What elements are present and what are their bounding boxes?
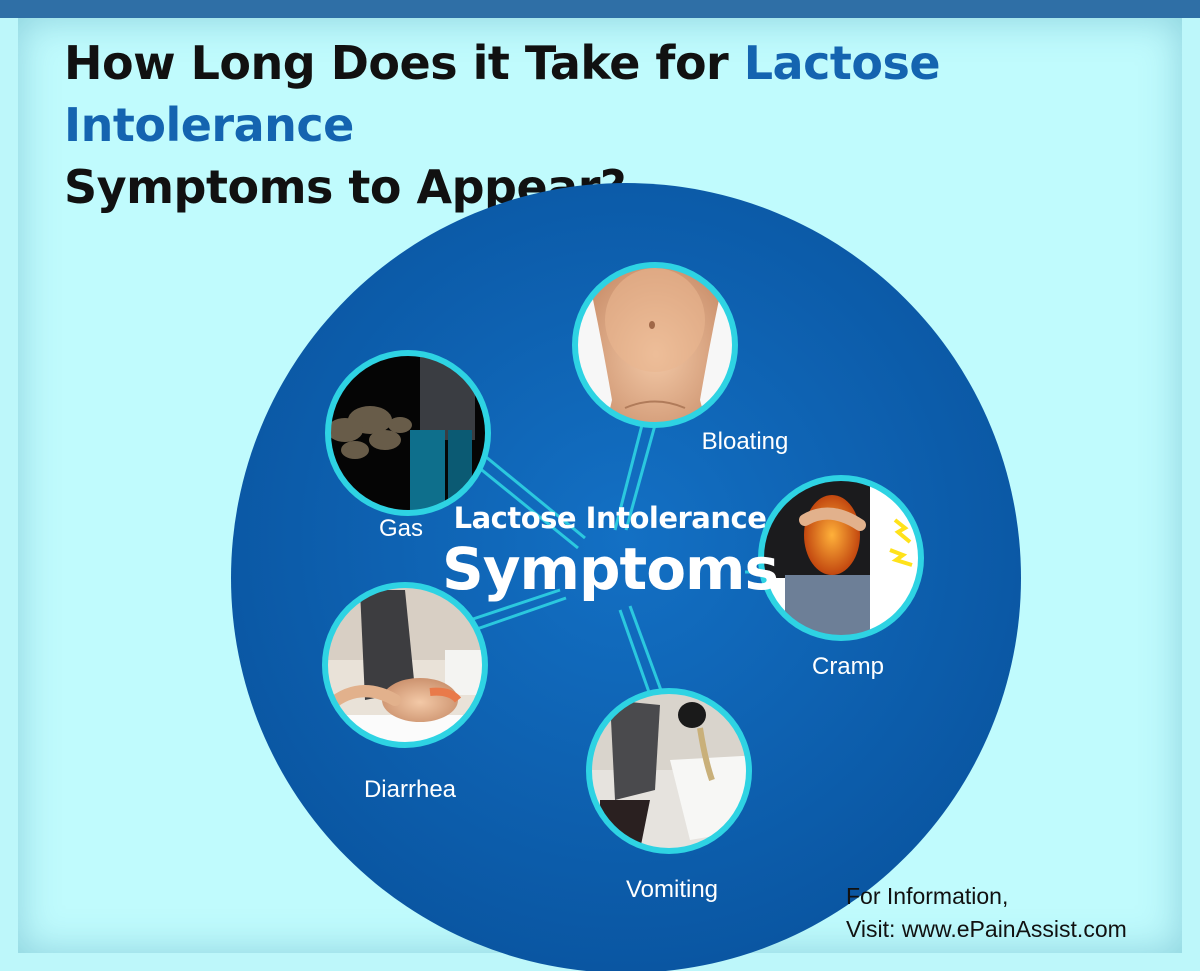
cramp-illustration xyxy=(758,475,924,641)
diarrhea-label: Diarrhea xyxy=(363,776,457,803)
bloating-illustration xyxy=(572,262,738,428)
title-prefix: How Long Does it Take for xyxy=(64,36,744,90)
cramp-label: Cramp xyxy=(811,653,884,680)
center-title-line2: Symptoms xyxy=(441,535,779,603)
gas-label: Gas xyxy=(378,515,423,542)
vomiting-label: Vomiting xyxy=(625,876,719,903)
title-highlight: Lactose Intolerance xyxy=(64,36,941,152)
center-title-line1: Lactose Intolerance xyxy=(453,501,767,535)
connector-lines xyxy=(469,424,762,696)
footer-info: For Information, Visit: www.ePainAssist.… xyxy=(846,880,1127,946)
footer-line1: For Information, xyxy=(846,883,1009,909)
bloating-label: Bloating xyxy=(701,428,789,455)
footer-line2: Visit: www.ePainAssist.com xyxy=(846,916,1127,942)
top-bar xyxy=(0,0,1200,18)
vomiting-illustration xyxy=(586,688,752,854)
center-title: Lactose Intolerance Symptoms xyxy=(440,500,780,602)
gas-illustration xyxy=(325,350,491,516)
